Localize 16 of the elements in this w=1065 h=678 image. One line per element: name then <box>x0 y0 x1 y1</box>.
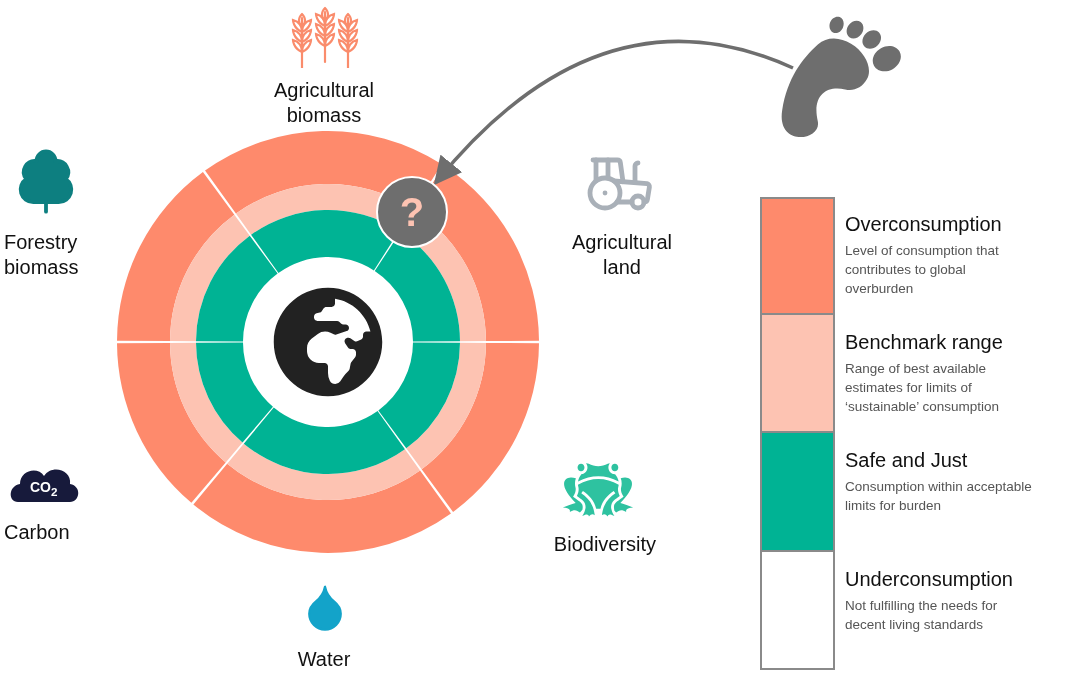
category-label: Forestry biomass <box>4 230 80 280</box>
legend-heading: Benchmark range <box>845 331 1003 354</box>
category-label: Agricultural land <box>570 230 673 280</box>
legend-description: Range of best available estimates for limits of ‘sustainable’ consumption <box>845 360 1001 416</box>
category-label: Biodiversity <box>552 532 658 557</box>
category-label: Water <box>296 647 352 672</box>
formula-label: CO$_{2}$ <box>30 479 58 500</box>
category-label: Carbon <box>4 520 71 545</box>
legend-description: Consumption within acceptable limits for burden <box>845 478 1033 515</box>
legend-description: Level of consumption that contributes to global overburden <box>845 242 1000 298</box>
curved-arrow <box>433 39 794 186</box>
category-label: Agricultural biomass <box>272 78 375 128</box>
legend-description: Not fulfilling the needs for decent living standards <box>845 597 999 634</box>
legend-heading: Overconsumption <box>845 213 1002 236</box>
legend-heading: Underconsumption <box>845 568 1013 591</box>
legend-heading: Safe and Just <box>845 449 968 472</box>
